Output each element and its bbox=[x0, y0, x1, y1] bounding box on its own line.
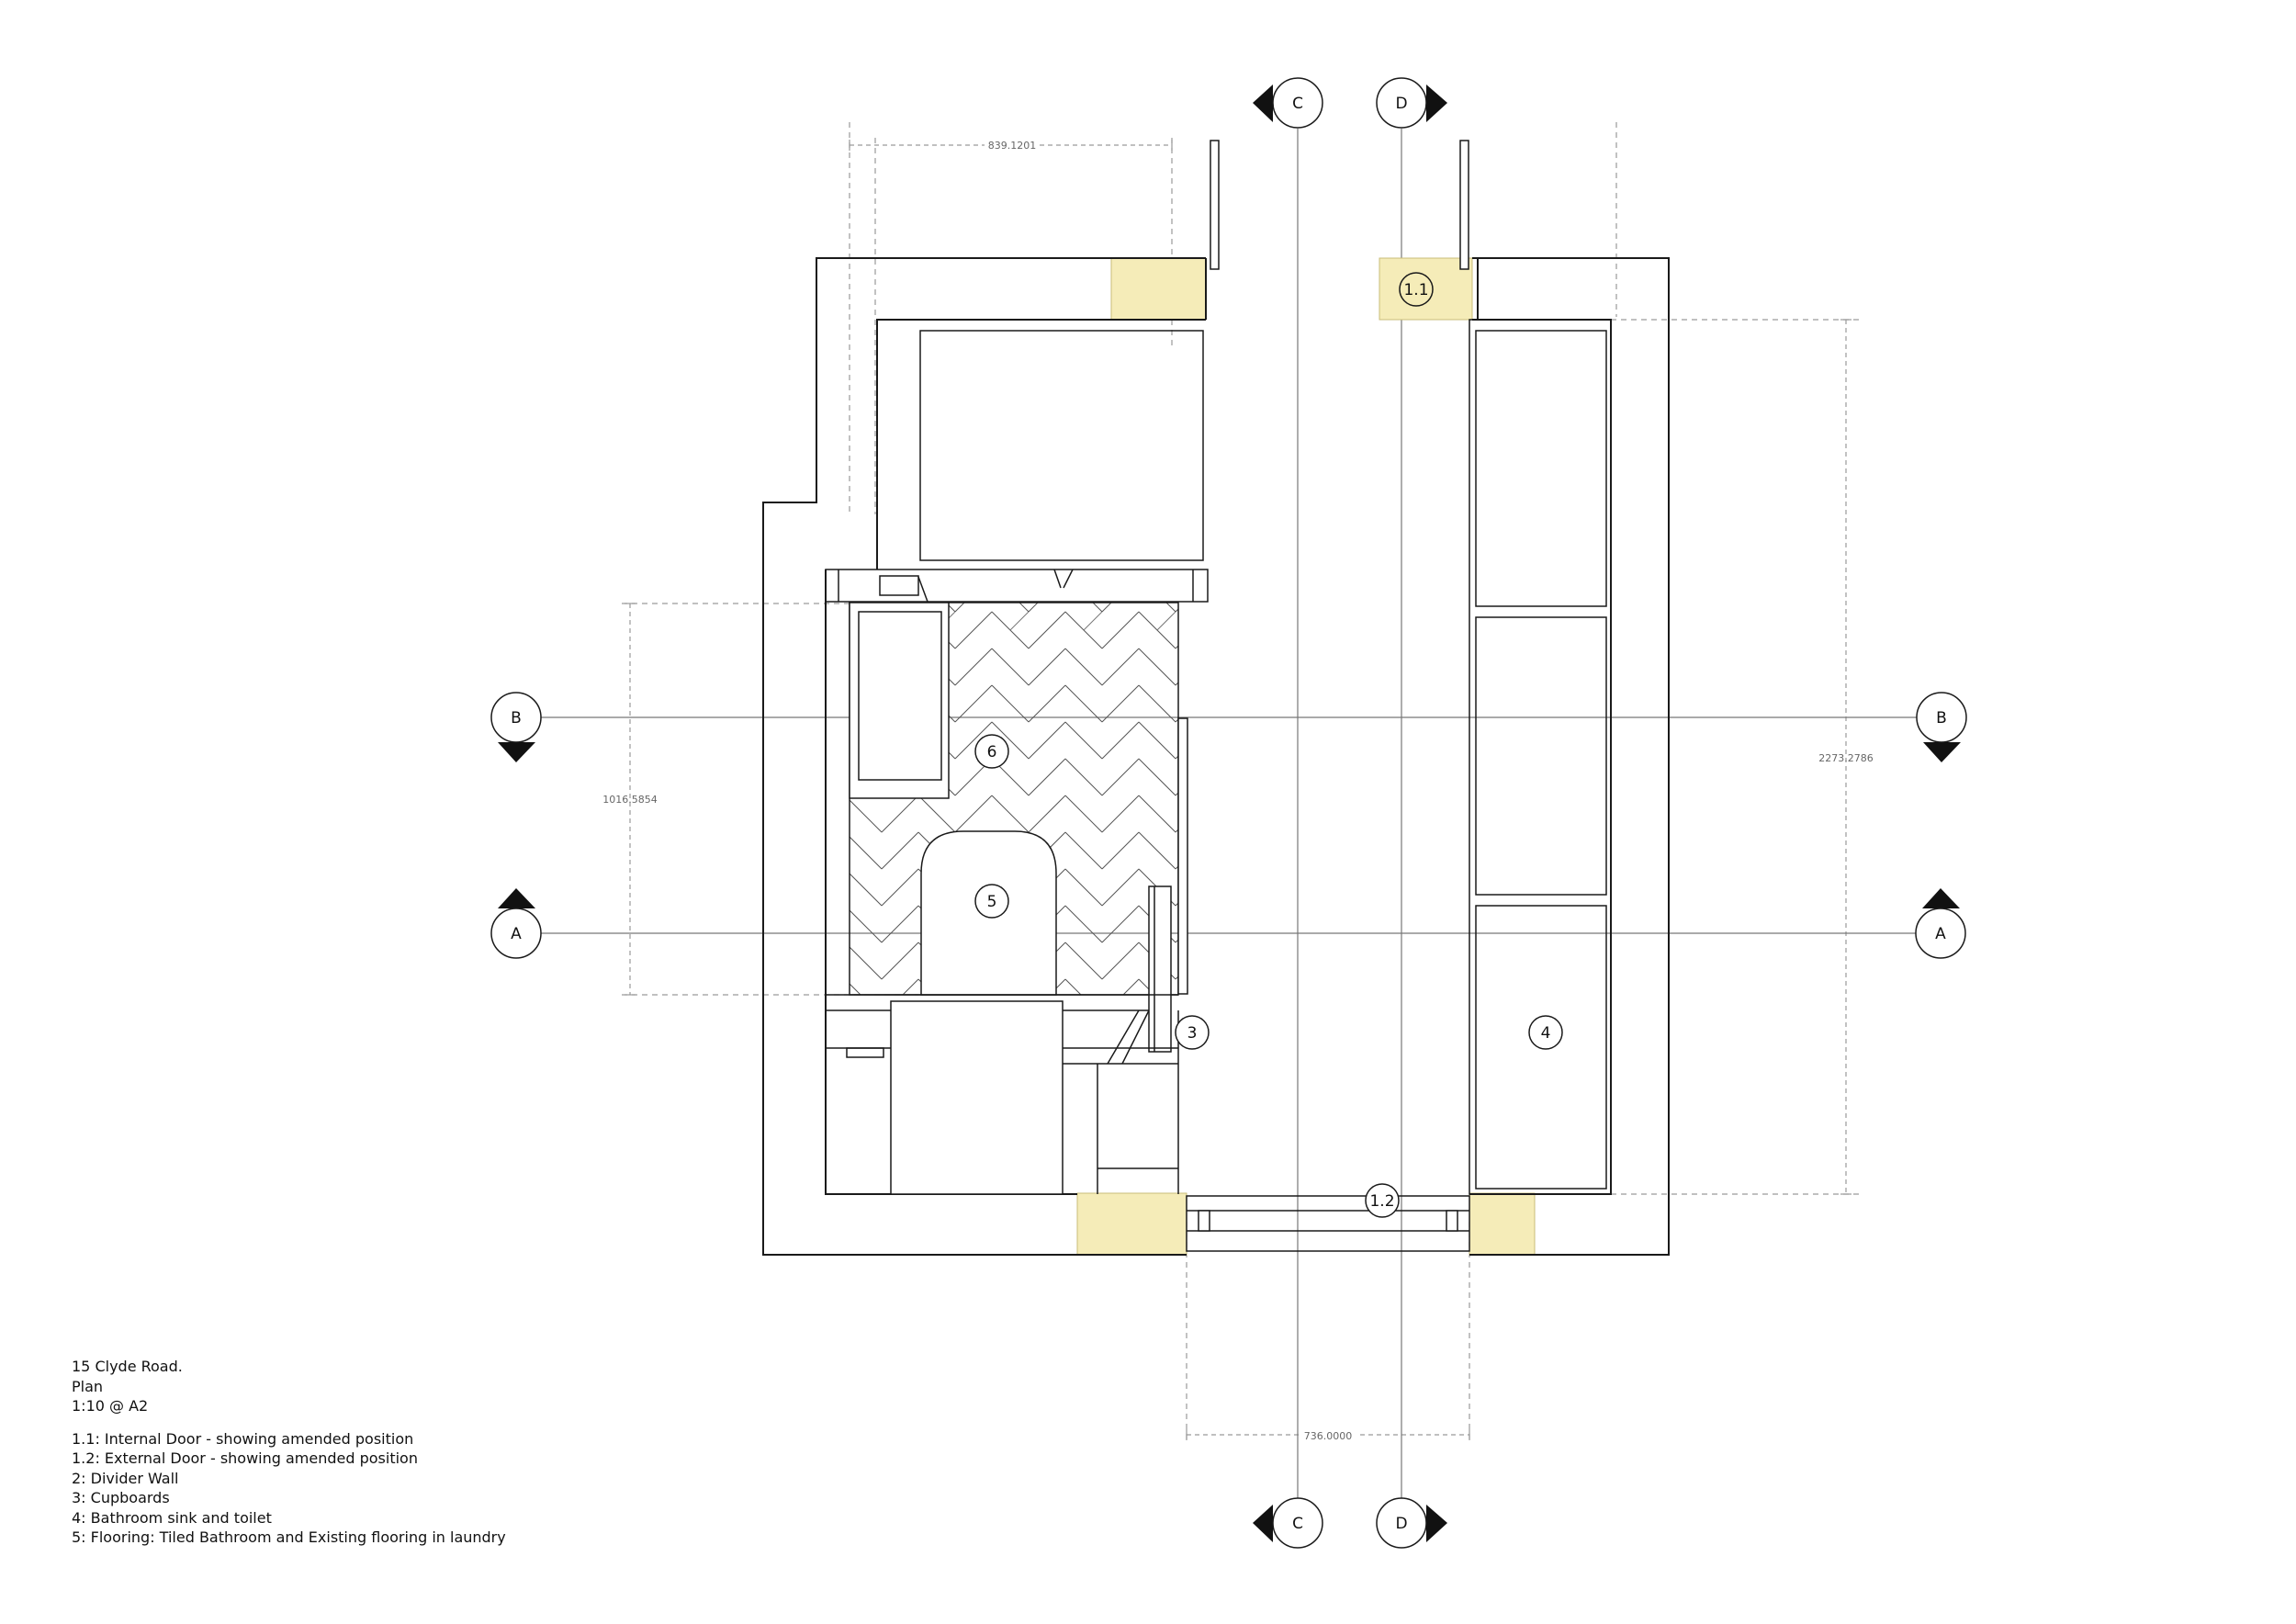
legend-item: 1.2: External Door - showing amended pos… bbox=[72, 1449, 418, 1467]
section-marker-a-left: A bbox=[490, 888, 542, 959]
spacer bbox=[72, 1416, 506, 1429]
tag-1-2: 1.2 bbox=[1365, 1183, 1400, 1218]
dim-top-width: 839.1201 bbox=[988, 140, 1037, 152]
counter bbox=[825, 569, 1209, 603]
section-marker-d-bottom: D bbox=[1376, 1497, 1447, 1549]
legend-item: 3: Cupboards bbox=[72, 1489, 170, 1506]
svg-text:6: 6 bbox=[987, 743, 997, 761]
vanity bbox=[849, 602, 950, 799]
right-cabinets bbox=[1469, 319, 1612, 1195]
door-leaves bbox=[1210, 140, 1469, 270]
appliance-box bbox=[919, 330, 1204, 561]
section-marker-b-right: B bbox=[1916, 692, 1967, 762]
tag-1-1: 1.1 bbox=[1399, 272, 1434, 307]
svg-text:C: C bbox=[1292, 1515, 1303, 1533]
dim-left-height: 1016.5854 bbox=[602, 794, 658, 806]
svg-text:4: 4 bbox=[1541, 1024, 1551, 1043]
section-marker-b-left: B bbox=[490, 692, 542, 762]
tag-4: 4 bbox=[1528, 1015, 1563, 1050]
svg-text:D: D bbox=[1395, 95, 1407, 113]
svg-text:C: C bbox=[1292, 95, 1303, 113]
project-name: 15 Clyde Road. bbox=[72, 1358, 183, 1375]
svg-text:B: B bbox=[1936, 709, 1947, 727]
legend-item: 1.1: Internal Door - showing amended pos… bbox=[72, 1429, 414, 1448]
title-block: 15 Clyde Road. Plan 1:10 @ A2 1.1: Inter… bbox=[72, 1357, 506, 1548]
legend-item: 2: Divider Wall bbox=[72, 1469, 179, 1487]
svg-text:D: D bbox=[1395, 1515, 1407, 1533]
svg-text:1.1: 1.1 bbox=[1403, 281, 1428, 299]
svg-text:5: 5 bbox=[987, 893, 997, 911]
dimension-labels: 839.1201 736.0000 1016.5854 2273.2786 bbox=[602, 138, 1874, 1442]
svg-text:1.2: 1.2 bbox=[1369, 1192, 1394, 1211]
external-door bbox=[1186, 1195, 1470, 1252]
section-marker-d-top: D bbox=[1376, 77, 1447, 129]
svg-text:3: 3 bbox=[1187, 1024, 1198, 1043]
tag-6: 6 bbox=[974, 734, 1009, 769]
legend-item: 5: Flooring: Tiled Bathroom and Existing… bbox=[72, 1528, 506, 1546]
guide-lines bbox=[622, 122, 1860, 1442]
dimension-ticks bbox=[625, 140, 1851, 1440]
section-marker-c-top: C bbox=[1253, 77, 1323, 129]
svg-text:B: B bbox=[511, 709, 522, 727]
svg-text:A: A bbox=[1935, 925, 1946, 943]
tag-3: 3 bbox=[1175, 1015, 1210, 1050]
door-highlights bbox=[1076, 257, 1536, 1256]
sheet-name: Plan bbox=[72, 1377, 104, 1395]
drawing-scale: 1:10 @ A2 bbox=[72, 1397, 149, 1415]
divider-wall bbox=[1148, 717, 1188, 1053]
tag-5: 5 bbox=[974, 884, 1009, 919]
section-marker-c-bottom: C bbox=[1253, 1497, 1323, 1549]
laundry-cabinets bbox=[826, 994, 1179, 1195]
dim-right-height: 2273.2786 bbox=[1818, 752, 1874, 764]
dim-bottom-width: 736.0000 bbox=[1304, 1430, 1353, 1442]
legend-item: 4: Bathroom sink and toilet bbox=[72, 1508, 272, 1527]
svg-text:A: A bbox=[511, 925, 522, 943]
section-marker-a-right: A bbox=[1915, 888, 1966, 959]
section-lines bbox=[533, 129, 1923, 1499]
